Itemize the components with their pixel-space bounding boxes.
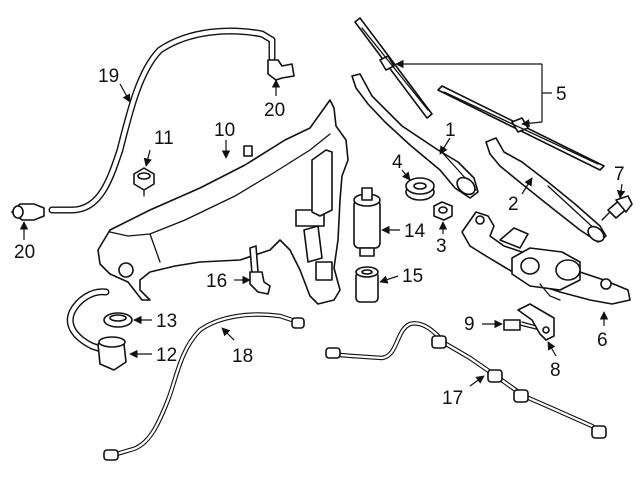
callout-1: 1	[445, 120, 456, 141]
callout-13: 13	[156, 311, 177, 332]
wiper-linkage-motor	[461, 211, 631, 305]
bracket-8	[517, 303, 555, 341]
nut-3	[433, 201, 453, 221]
leader-lines	[19, 59, 626, 387]
callout-4: 4	[392, 152, 403, 173]
filler-neck-12	[66, 288, 127, 371]
callout-10: 10	[214, 120, 235, 141]
callout-2: 2	[508, 194, 519, 215]
bolt-11	[133, 167, 155, 197]
callout-3: 3	[436, 236, 447, 257]
hose-19	[48, 27, 276, 214]
callout-18: 18	[232, 346, 253, 367]
washer-pump-14	[353, 187, 381, 257]
callout-19: 19	[98, 66, 119, 87]
connector-20-left	[11, 203, 45, 221]
front-wiper-blade	[354, 17, 433, 119]
callout-5: 5	[556, 84, 567, 105]
callout-labels: 1 2 3 4 5 6 7 8 9 10 11 12 13 14 15 16 1…	[14, 66, 625, 409]
bolt-7	[601, 195, 633, 221]
wiring-harness-17	[325, 321, 607, 439]
callout-17: 17	[442, 388, 463, 409]
callout-7: 7	[614, 164, 625, 185]
rear-wiper-blade	[437, 85, 605, 171]
callout-8: 8	[550, 360, 561, 381]
washer-hose-18	[103, 312, 305, 461]
callout-15: 15	[402, 266, 423, 287]
wiper-arm-1	[351, 73, 479, 199]
tube-16	[249, 245, 271, 295]
connector-20-top	[267, 59, 295, 81]
callout-6: 6	[597, 330, 608, 351]
callout-9: 9	[464, 314, 475, 335]
callout-14: 14	[404, 221, 426, 242]
callout-20-left: 20	[14, 242, 35, 263]
callout-20-top: 20	[264, 100, 285, 121]
callout-12: 12	[156, 345, 177, 366]
wiper-arm-2	[485, 137, 607, 243]
callout-11: 11	[154, 128, 174, 149]
washer-reservoir-10	[97, 99, 349, 305]
grommet-4	[405, 177, 435, 201]
pump-seal-15	[355, 266, 379, 303]
callout-16: 16	[206, 271, 227, 292]
seal-13	[103, 312, 133, 328]
